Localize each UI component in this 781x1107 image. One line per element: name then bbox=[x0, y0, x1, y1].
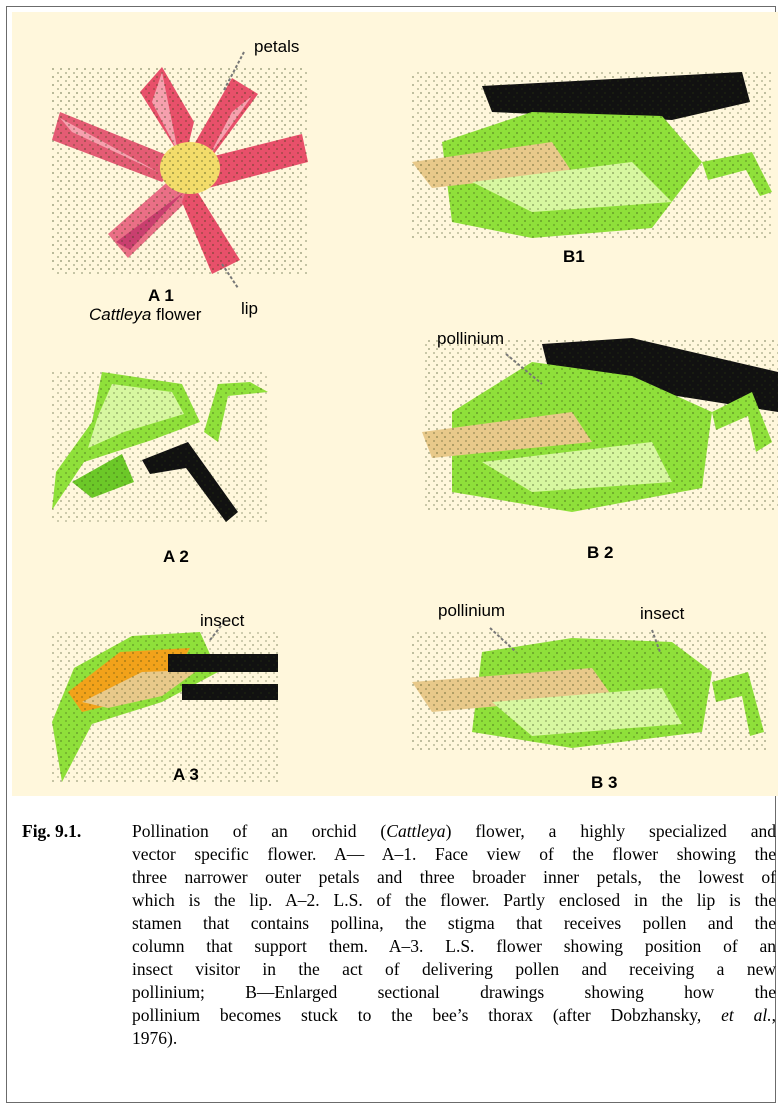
a1-cattleya-flower bbox=[52, 52, 308, 288]
caption-line-1: Pollination of an orchid (Cattleya) flow… bbox=[132, 820, 776, 843]
a2-flower-section bbox=[52, 372, 268, 522]
b1-bee-drawing bbox=[412, 72, 772, 238]
caption-line-10: 1976). bbox=[132, 1027, 776, 1050]
label-pollinium-b2: pollinium bbox=[437, 330, 504, 347]
caption-text: ) flower, a highly specialized and bbox=[446, 821, 776, 841]
caption-text: pollinium becomes stuck to the bee’s tho… bbox=[132, 1005, 721, 1025]
caption-genus: Cattleya bbox=[386, 821, 445, 841]
caption-line-2: vector specific flower. A— A–1. Face vie… bbox=[132, 843, 776, 866]
label-a1-genus: Cattleya bbox=[89, 305, 151, 324]
label-a2: A 2 bbox=[163, 548, 189, 565]
label-insect-a3: insect bbox=[200, 612, 244, 629]
label-insect-b3: insect bbox=[640, 605, 684, 622]
caption-line-6: column that support them. A–3. L.S. flow… bbox=[132, 935, 776, 958]
b2-bee-drawing bbox=[422, 338, 778, 512]
label-b3: B 3 bbox=[591, 774, 617, 791]
caption-text: Pollination of an orchid ( bbox=[132, 821, 386, 841]
label-a1-caption: Cattleya flower bbox=[89, 306, 201, 323]
caption-line-7: insect visitor in the act of delivering … bbox=[132, 958, 776, 981]
caption-line-3: three narrower outer petals and three br… bbox=[132, 866, 776, 889]
caption-line-4: which is the lip. A–2. L.S. of the flowe… bbox=[132, 889, 776, 912]
figure-number: Fig. 9.1. bbox=[22, 820, 81, 843]
label-a1-flower-word: flower bbox=[151, 305, 201, 324]
label-a3: A 3 bbox=[173, 766, 199, 783]
label-a1: A 1 bbox=[148, 287, 174, 304]
label-petals: petals bbox=[254, 38, 299, 55]
caption-et-al: et al. bbox=[721, 1005, 771, 1025]
figure-illustrations bbox=[12, 12, 778, 796]
label-b1: B1 bbox=[563, 248, 585, 265]
caption-line-9: pollinium becomes stuck to the bee’s tho… bbox=[132, 1004, 776, 1027]
label-pollinium-b3: pollinium bbox=[438, 602, 505, 619]
caption-line-8: pollinium; B—Enlarged sectional drawings… bbox=[132, 981, 776, 1004]
a3-flower-with-insect bbox=[52, 622, 278, 782]
caption-body: Pollination of an orchid (Cattleya) flow… bbox=[132, 820, 776, 1050]
caption-text: , bbox=[772, 1005, 776, 1025]
b3-bee-drawing bbox=[412, 628, 768, 752]
label-lip: lip bbox=[241, 300, 258, 317]
caption-line-5: stamen that contains pollina, the stigma… bbox=[132, 912, 776, 935]
label-b2: B 2 bbox=[587, 544, 613, 561]
